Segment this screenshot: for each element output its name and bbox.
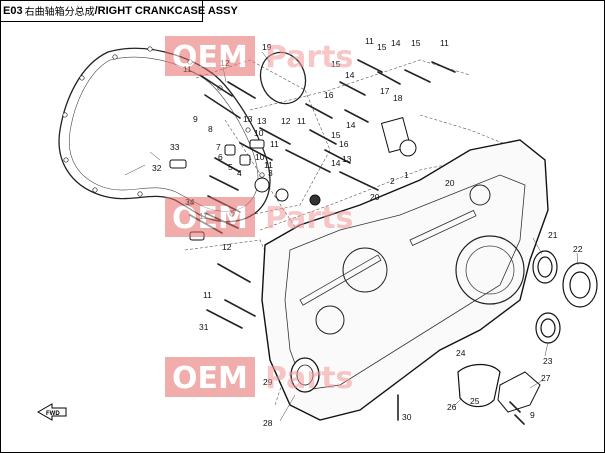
bearing-22 <box>562 262 598 308</box>
bearing-23 <box>535 312 561 344</box>
watermark-text: OEM <box>172 361 248 396</box>
crankcase-rib <box>299 254 382 306</box>
callout: 14 <box>331 158 341 168</box>
tensioner <box>380 117 417 157</box>
callout: 6 <box>218 152 223 162</box>
callout: 33 <box>170 142 180 152</box>
callout: 11 <box>297 116 306 126</box>
bearing-21 <box>532 250 558 284</box>
callout: 24 <box>456 348 466 358</box>
fwd-direction-arrow: FWD <box>36 403 67 421</box>
callout: 26 <box>447 402 457 412</box>
callout: 15 <box>331 130 341 140</box>
callout: 2 <box>390 176 395 186</box>
bushing <box>457 363 501 408</box>
callout: 10 <box>254 128 264 138</box>
callout: 22 <box>573 244 583 254</box>
callout: 31 <box>199 322 209 332</box>
title-separator: / <box>94 4 98 17</box>
callout: 15 <box>331 59 341 69</box>
oil-seal <box>290 357 320 393</box>
callout: 15 <box>411 38 421 48</box>
bracket <box>497 371 541 413</box>
watermark: OEM Parts OEM Parts OEM Parts <box>165 36 353 397</box>
callout: 32 <box>152 163 162 173</box>
callout: 8 <box>208 124 213 134</box>
callout: 20 <box>445 178 455 188</box>
callout: 9 <box>530 410 535 420</box>
callout: 17 <box>380 86 390 96</box>
callout: 23 <box>543 356 553 366</box>
callout: 28 <box>263 418 273 428</box>
diagram-code: E03 <box>3 4 23 17</box>
callout: 20 <box>370 192 380 202</box>
crankshaft-bore-inner <box>465 245 515 295</box>
crankshaft-bore <box>455 235 525 305</box>
callout: 9 <box>193 114 198 124</box>
callout: 1 <box>404 170 409 180</box>
callout: 16 <box>339 139 349 149</box>
callout: 14 <box>391 38 401 48</box>
shaft-bore <box>315 305 345 335</box>
o-ring <box>259 51 307 105</box>
callout: 13 <box>257 116 267 126</box>
diagram-header: E03 右曲轴箱分总成 / RIGHT CRANKCASE ASSY <box>0 0 238 22</box>
callout: 4 <box>237 168 242 178</box>
diagram-title-chinese: 右曲轴箱分总成 <box>24 7 95 18</box>
callout: 3 <box>268 168 273 178</box>
watermark-text: Parts <box>265 40 353 75</box>
cover-gasket-inner <box>68 56 259 212</box>
callout: 29 <box>263 377 273 387</box>
callout: 21 <box>548 230 558 240</box>
callout: 11 <box>365 36 374 46</box>
callout: 12 <box>281 116 291 126</box>
callout: 16 <box>324 90 334 100</box>
callout: 30 <box>402 412 412 422</box>
callout: 27 <box>541 373 551 383</box>
watermark-text: OEM <box>172 201 248 236</box>
callout: 19 <box>262 42 272 52</box>
callout: 11 <box>440 38 449 48</box>
diagram-title-english: RIGHT CRANKCASE ASSY <box>97 4 238 17</box>
watermark-text: OEM <box>172 40 248 75</box>
callout: 7 <box>216 142 221 152</box>
crankcase-rib <box>409 209 477 246</box>
callout: 11 <box>203 290 212 300</box>
watermark-text: Parts <box>265 201 353 236</box>
callout: 11 <box>264 160 273 170</box>
callout-labels: 11 12 19 11 15 14 15 11 13 15 14 16 17 1… <box>152 36 583 428</box>
bearing-boss <box>469 184 491 206</box>
callout: 5 <box>228 162 233 172</box>
countershaft-bore <box>342 247 388 293</box>
callout: 14 <box>346 120 356 130</box>
callout: 25 <box>470 396 480 406</box>
callout: 13 <box>342 154 352 164</box>
watermark-text: Parts <box>265 361 353 396</box>
callout: 13 <box>243 114 253 124</box>
callout: 18 <box>393 93 403 103</box>
oil-seal-inner <box>296 364 314 386</box>
fwd-label: FWD <box>46 411 60 417</box>
callout: 10 <box>255 152 265 162</box>
callout: 11 <box>270 139 279 149</box>
right-crankcase <box>261 139 549 421</box>
callout: 12 <box>222 242 232 252</box>
callout: 15 <box>377 42 387 52</box>
callout: 14 <box>345 70 355 80</box>
